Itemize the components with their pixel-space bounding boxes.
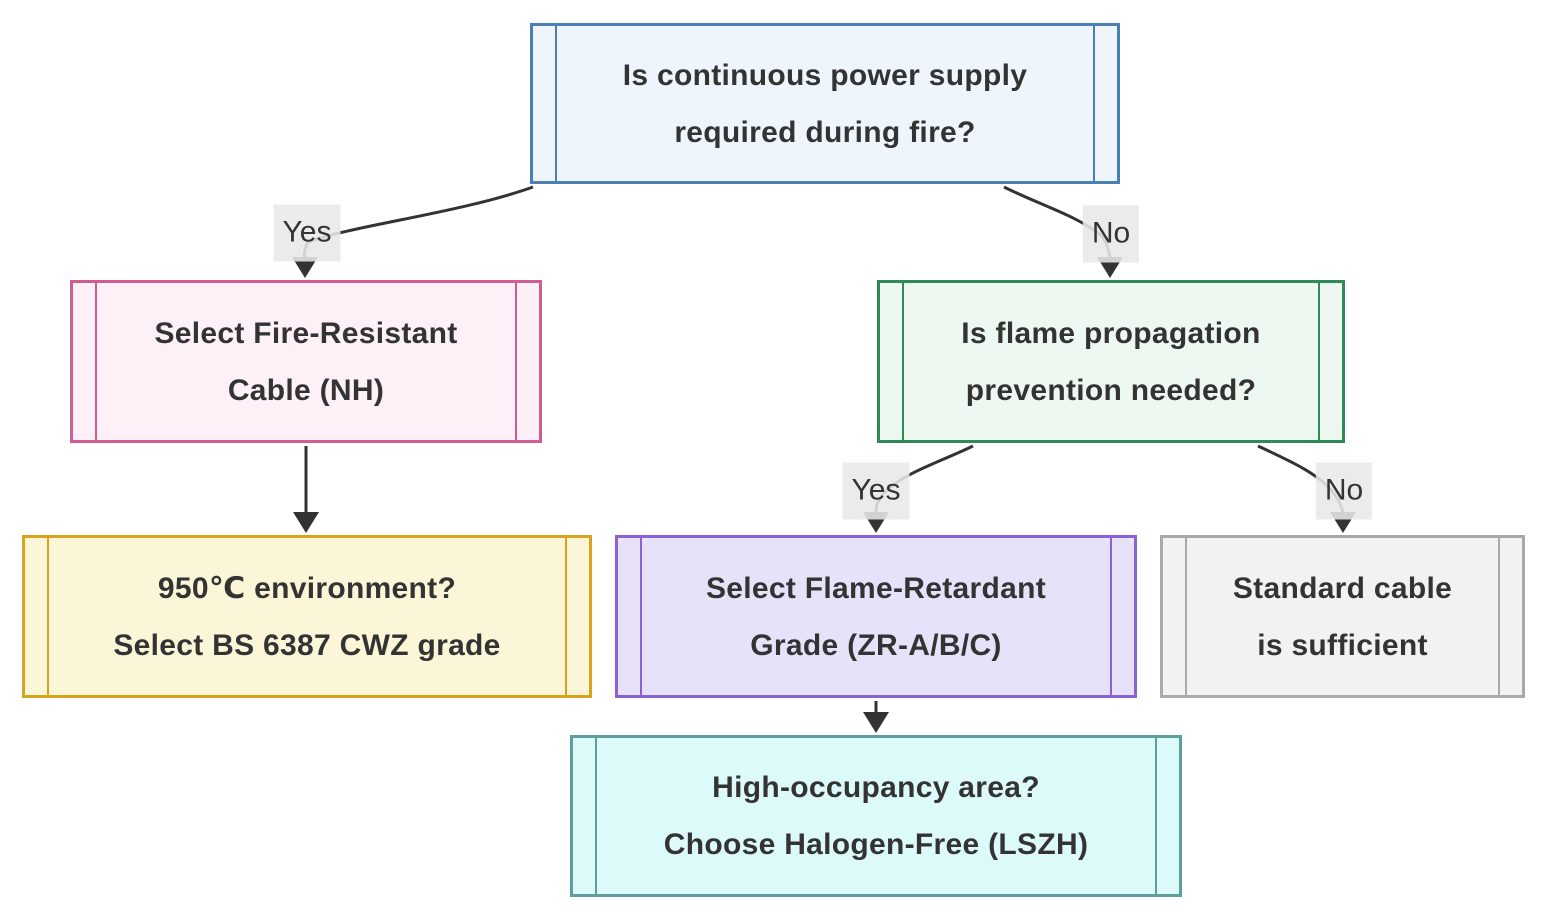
node-label-line: prevention needed? [965, 373, 1257, 407]
node-label-line: High-occupancy area? [712, 771, 1040, 804]
node-flame-propagation-question: Is flame propagation prevention needed? [877, 280, 1345, 443]
node-label: Is flame propagation prevention needed? [961, 305, 1260, 419]
edge-label-yes-flameq-zr: Yes [842, 462, 910, 520]
node-label: Standard cable is sufficient [1233, 560, 1452, 674]
node-flame-retardant-grade: Select Flame-Retardant Grade (ZR-A/B/C) [615, 535, 1137, 698]
arrowhead-to-fire [292, 257, 318, 278]
node-halogen-free-lszh: High-occupancy area? Choose Halogen-Free… [570, 735, 1182, 897]
node-fire-resistant-cable: Select Fire-Resistant Cable (NH) [70, 280, 542, 443]
node-standard-cable: Standard cable is sufficient [1160, 535, 1525, 698]
node-label: High-occupancy area? Choose Halogen-Free… [664, 759, 1089, 873]
edge-label-no-q1-flameq: No [1082, 205, 1140, 263]
edge-label-yes-q1-fire: Yes [273, 204, 341, 262]
node-cwz-grade: 950℃ environment? Select BS 6387 CWZ gra… [22, 535, 592, 698]
node-label: Select Flame-Retardant Grade (ZR-A/B/C) [706, 560, 1046, 674]
node-label-line: Select Flame-Retardant [705, 571, 1047, 605]
arrowhead-to-cwz [293, 512, 319, 533]
node-label-line: Choose Halogen-Free (LSZH) [663, 828, 1089, 861]
node-label-line: Standard cable [1232, 571, 1453, 605]
node-label-line: 950℃ environment? [157, 571, 457, 605]
node-label: 950℃ environment? Select BS 6387 CWZ gra… [113, 560, 500, 674]
node-label: Is continuous power supply required duri… [623, 47, 1028, 161]
node-label-line: Select Fire-Resistant [154, 316, 458, 350]
node-label-line: Cable (NH) [227, 373, 385, 407]
edge-label-no-flameq-std: No [1315, 462, 1373, 520]
node-label-line: Is continuous power supply [622, 58, 1028, 92]
node-continuous-power-question: Is continuous power supply required duri… [530, 23, 1120, 184]
node-label-line: Is flame propagation [961, 316, 1261, 350]
node-label-line: Grade (ZR-A/B/C) [750, 628, 1002, 662]
node-label-line: Select BS 6387 CWZ grade [113, 628, 501, 662]
node-label-line: is sufficient [1257, 628, 1428, 662]
arrowhead-to-lszh [863, 712, 889, 733]
node-label-line: required during fire? [674, 115, 976, 149]
node-label: Select Fire-Resistant Cable (NH) [154, 305, 457, 419]
